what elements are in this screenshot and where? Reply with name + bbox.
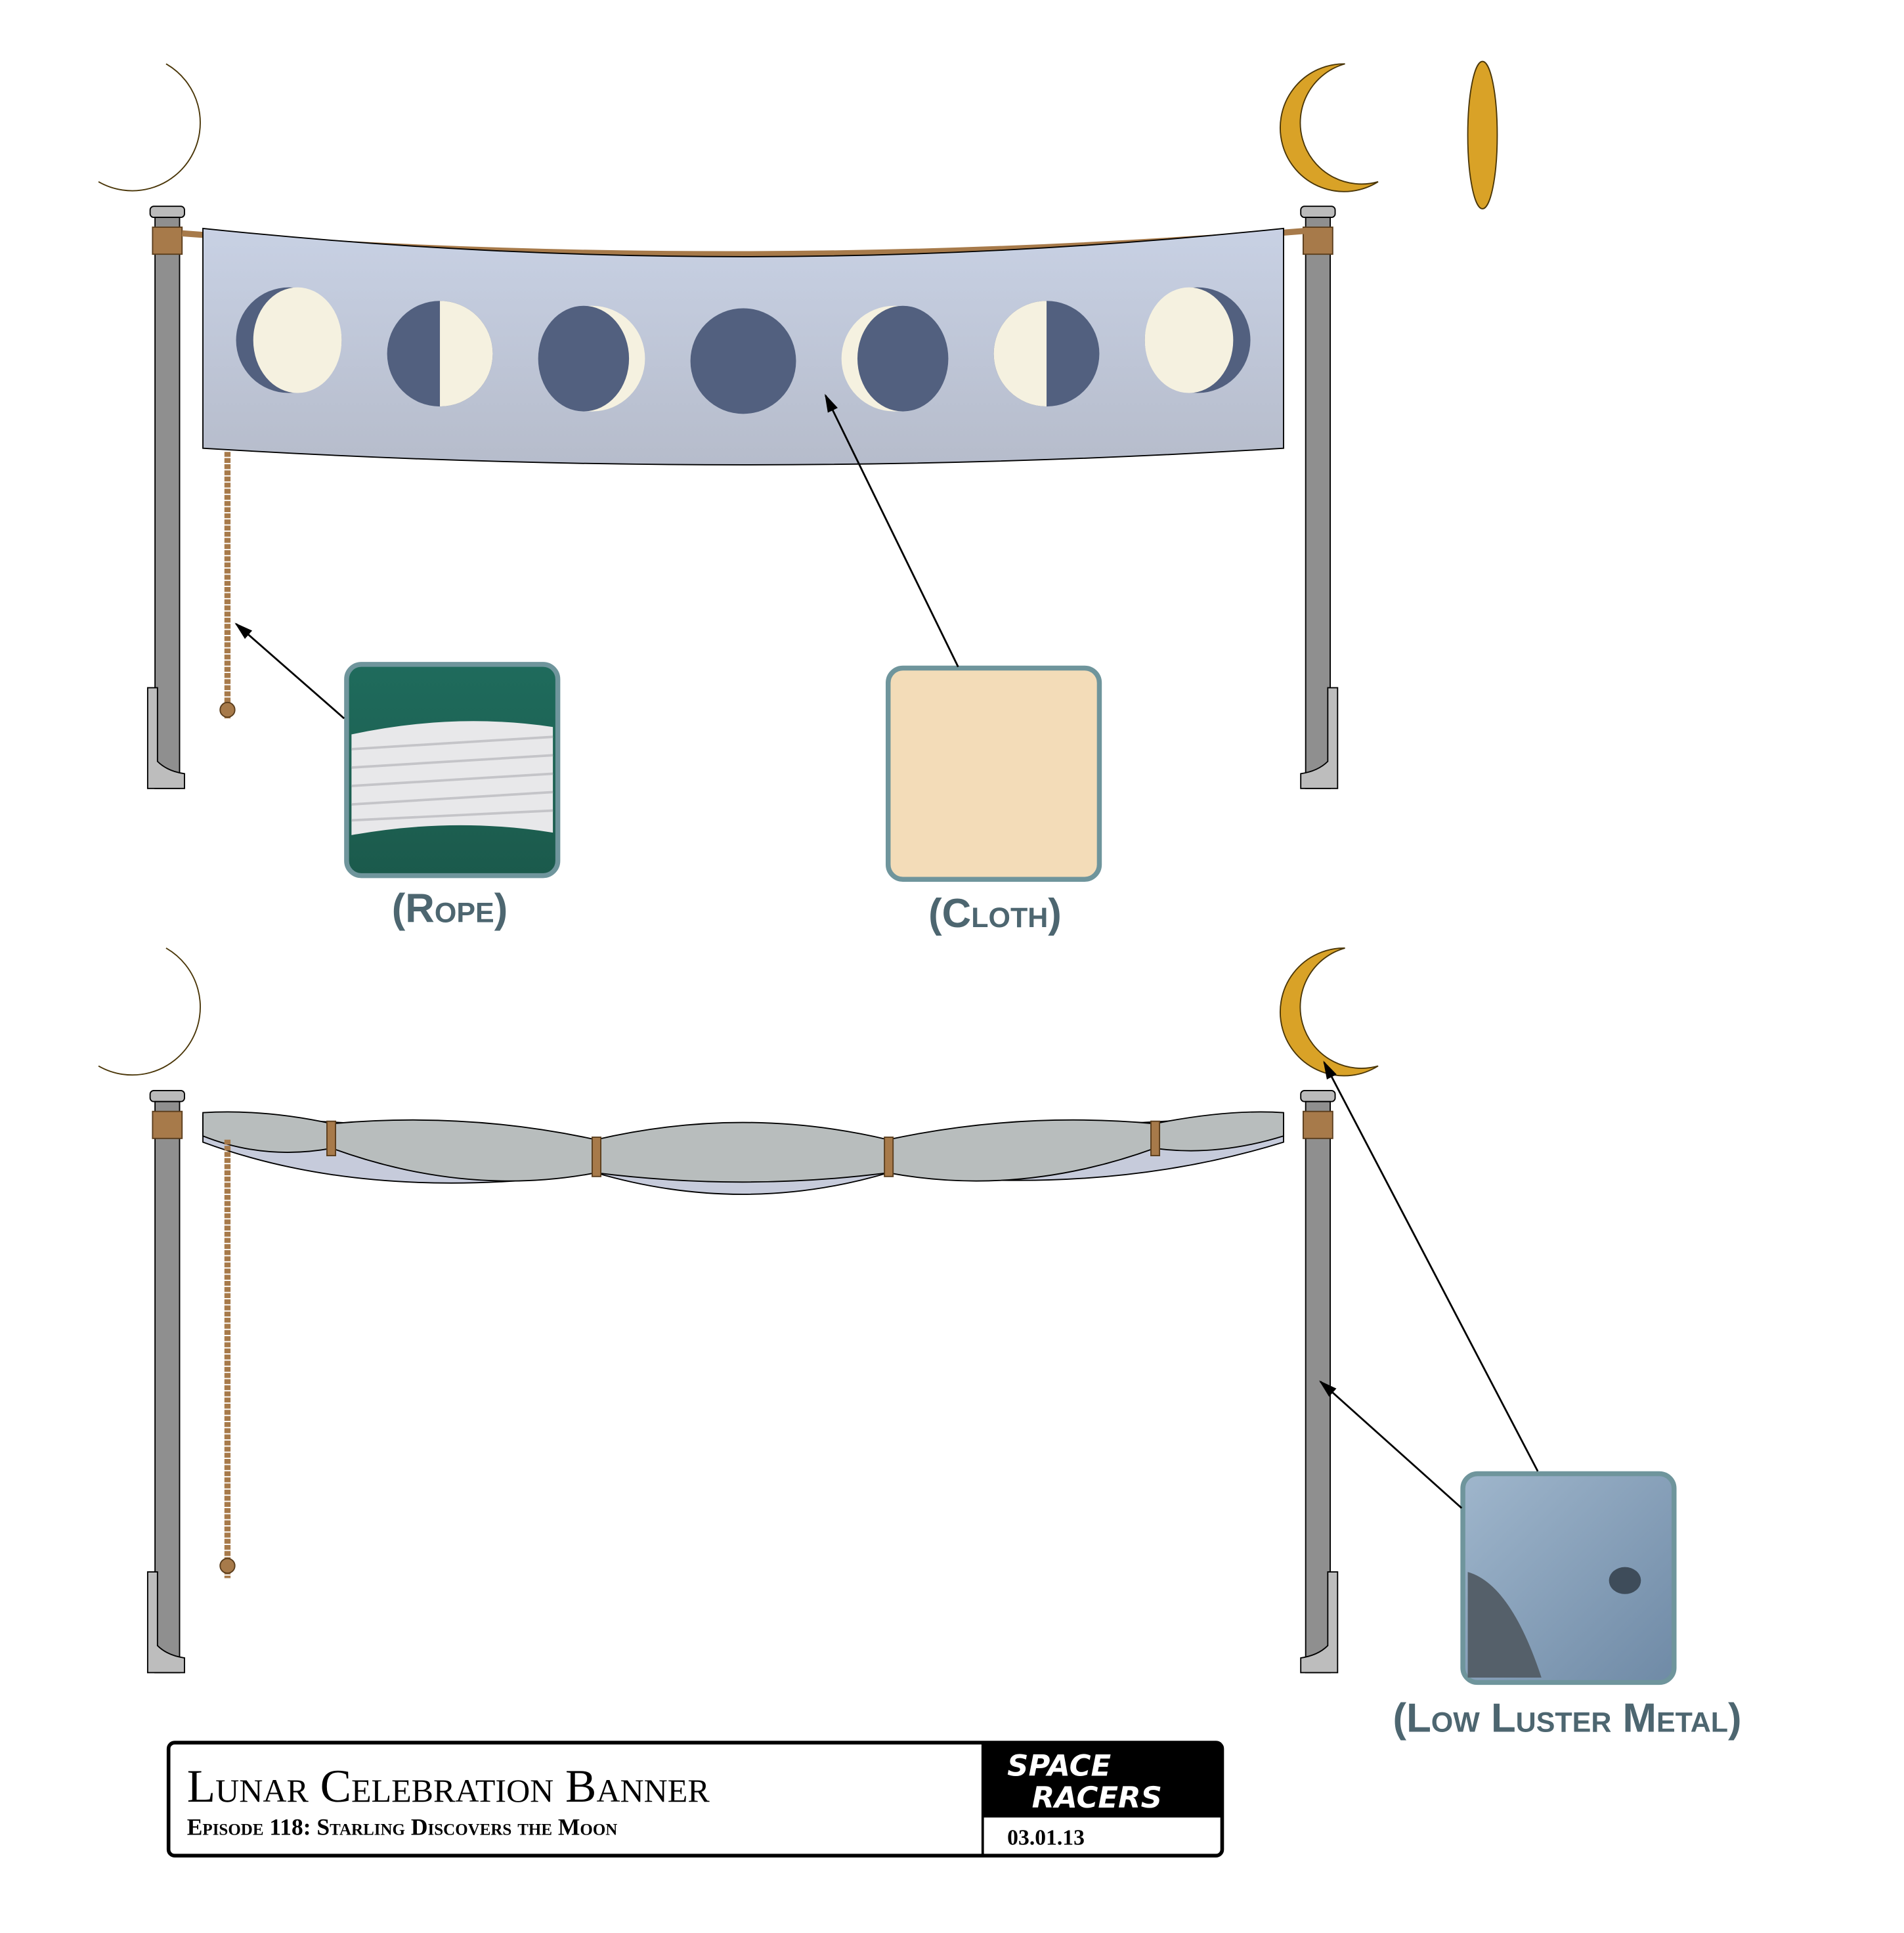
rope-arrow [234, 622, 345, 720]
right-pole-bottom [1280, 947, 1379, 1674]
moon-phase-first-quarter [387, 301, 493, 407]
left-pole [98, 63, 201, 789]
moon-phase-waxing-gibbous [236, 287, 342, 393]
moon-phase-crescent-right [841, 305, 949, 412]
logo-line-2: RACERS [1032, 1780, 1162, 1815]
moon-phases [236, 287, 1251, 414]
episode-subtitle: Episode 118: Starling Discovers the Moon [187, 1814, 618, 1840]
cloth-arrow [825, 393, 959, 668]
metal-label: (Low Luster Metal) [1393, 1695, 1742, 1741]
sheet-title: Lunar Celebration Banner [187, 1761, 710, 1812]
crescent-moon-finial-icon [98, 63, 201, 192]
finial-arrow [1323, 1060, 1539, 1472]
moon-phase-new [690, 308, 796, 414]
title-block: Lunar Celebration Banner Episode 118: St… [166, 1741, 1224, 1857]
sheet-date: 03.01.13 [1007, 1825, 1085, 1850]
pole-arrow [1319, 1380, 1463, 1509]
moon-phase-last-quarter [993, 301, 1100, 407]
crescent-moon-finial-icon [98, 947, 201, 1076]
moon-phase-waning-gibbous [1144, 287, 1251, 393]
rope-swatch: (Rope) [344, 662, 561, 932]
left-pole-bottom [98, 947, 201, 1674]
logo-line-1: SPACE [1007, 1748, 1111, 1783]
crescent-moon-finial-icon [1280, 63, 1379, 192]
moon-phase-crescent [538, 305, 645, 412]
cloth-swatch: (Cloth) [885, 665, 1102, 936]
rope-label: (Rope) [392, 886, 508, 932]
cloth-label: (Cloth) [928, 891, 1062, 936]
metal-swatch: (Low Luster Metal) [1393, 1471, 1742, 1741]
space-racers-logo: SPACE RACERS [1007, 1748, 1162, 1815]
moon-finial-side-view-icon [1467, 60, 1498, 209]
banner-rolled-view [98, 947, 1379, 1674]
crescent-moon-finial-icon [1280, 947, 1379, 1077]
right-pole [1280, 63, 1379, 789]
banner-open-view [98, 60, 1498, 789]
